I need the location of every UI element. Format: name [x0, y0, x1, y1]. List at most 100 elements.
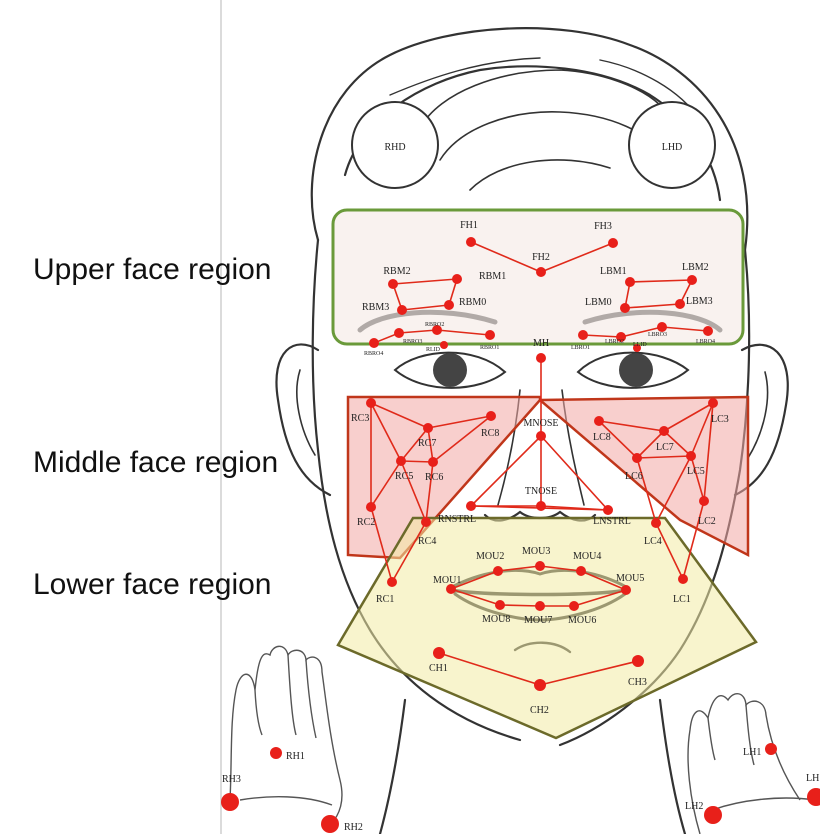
- landmark-rc2-dot: [366, 502, 376, 512]
- landmark-lh3-dot: [807, 788, 820, 806]
- landmark-rbm1-dot: [452, 274, 462, 284]
- connection-mou7-mou8: [500, 605, 540, 606]
- right-hand-outline: [230, 646, 342, 825]
- landmark-rbm2-label: RBM2: [383, 266, 410, 277]
- landmark-fh1-label: FH1: [460, 220, 478, 231]
- hair-strand-3: [470, 160, 610, 190]
- right-ear: [276, 344, 330, 495]
- landmark-lbro4-dot: [703, 326, 713, 336]
- landmark-lc5-dot: [686, 451, 696, 461]
- landmark-rbro2-label: RBRO2: [425, 322, 444, 328]
- landmark-rc8-label: RC8: [481, 428, 499, 439]
- landmark-rlid-label: RLID: [426, 347, 441, 353]
- landmark-rc1-dot: [387, 577, 397, 587]
- landmark-lc1-dot: [678, 574, 688, 584]
- landmark-rnstrl-dot: [466, 501, 476, 511]
- landmark-lh2-dot: [704, 806, 722, 824]
- landmark-fh1-dot: [466, 237, 476, 247]
- landmark-rbro4-dot: [369, 338, 379, 348]
- landmark-rnstrl-label: RNSTRL: [438, 514, 476, 525]
- landmark-rc1-label: RC1: [376, 594, 394, 605]
- lower-face-region-label: Lower face region: [33, 570, 271, 600]
- landmark-tnose-label: TNOSE: [525, 486, 557, 497]
- landmark-ch1-dot: [433, 647, 445, 659]
- landmark-rbm3-dot: [397, 305, 407, 315]
- lhd-label: LHD: [662, 142, 683, 153]
- landmark-lnstrl-dot: [603, 505, 613, 515]
- landmark-mou6-dot: [569, 601, 579, 611]
- landmark-lbro1-dot: [578, 330, 588, 340]
- landmark-mou2-label: MOU2: [476, 551, 504, 562]
- left-ear-inner: [748, 372, 768, 458]
- landmark-rc6-dot: [428, 457, 438, 467]
- landmark-rh3-dot: [221, 793, 239, 811]
- landmark-rh2-dot: [321, 815, 339, 833]
- landmark-rc2-label: RC2: [357, 517, 375, 528]
- landmark-rc4-dot: [421, 517, 431, 527]
- landmark-mou4-label: MOU4: [573, 551, 601, 562]
- landmark-lc6-dot: [632, 453, 642, 463]
- landmark-lc5-label: LC5: [687, 466, 705, 477]
- landmark-rbro1-dot: [485, 330, 495, 340]
- landmark-mou5-label: MOU5: [616, 573, 644, 584]
- landmark-llid-label: LLID: [633, 342, 647, 348]
- landmark-rh3-label: RH3: [222, 774, 241, 785]
- landmark-ch2-dot: [534, 679, 546, 691]
- landmark-lc1-label: LC1: [673, 594, 691, 605]
- landmark-lbm1-label: LBM1: [600, 266, 627, 277]
- landmark-lbm0-dot: [620, 303, 630, 313]
- landmark-rbro3-label: RBRO3: [403, 339, 422, 345]
- landmark-rbm0-label: RBM0: [459, 297, 486, 308]
- landmark-lbro3-label: LBRO3: [648, 332, 667, 338]
- landmark-ch3-dot: [632, 655, 644, 667]
- rhd-label: RHD: [384, 142, 405, 153]
- landmark-lc7-label: LC7: [656, 442, 674, 453]
- landmark-rc6-label: RC6: [425, 472, 443, 483]
- landmark-mh-label: MH: [533, 338, 549, 349]
- landmark-lbro3-dot: [657, 322, 667, 332]
- landmark-lh2-label: LH2: [685, 801, 703, 812]
- landmark-ch1-label: CH1: [429, 663, 448, 674]
- landmark-ch3-label: CH3: [628, 677, 647, 688]
- landmark-rh2-label: RH2: [344, 822, 363, 833]
- landmark-lbm3-label: LBM3: [686, 296, 713, 307]
- hair-strand-1: [420, 70, 660, 128]
- landmark-mou7-label: MOU7: [524, 615, 552, 626]
- landmark-fh3-label: FH3: [594, 221, 612, 232]
- landmark-lbm2-dot: [687, 275, 697, 285]
- landmark-lbro4-label: LBRO4: [696, 339, 715, 345]
- landmark-lh1-dot: [765, 743, 777, 755]
- landmark-mou1-label: MOU1: [433, 575, 461, 586]
- landmark-lc4-label: LC4: [644, 536, 662, 547]
- landmark-lc2-label: LC2: [698, 516, 716, 527]
- landmark-rc3-label: RC3: [351, 413, 369, 424]
- landmark-mou4-dot: [576, 566, 586, 576]
- neck-right: [380, 700, 405, 834]
- landmark-lbro1-label: LBRO1: [571, 345, 590, 351]
- landmark-lh1-label: LH1: [743, 747, 761, 758]
- upper-face-region: [333, 210, 743, 344]
- upper-face-region-label: Upper face region: [33, 255, 271, 285]
- left-iris: [619, 353, 653, 387]
- landmark-mnose-dot: [536, 431, 546, 441]
- landmark-mh-dot: [536, 353, 546, 363]
- landmark-mou8-label: MOU8: [482, 614, 510, 625]
- landmark-lbm1-dot: [625, 277, 635, 287]
- landmark-ch2-label: CH2: [530, 705, 549, 716]
- landmark-mnose-label: MNOSE: [523, 418, 558, 429]
- landmark-lh3-label: LH: [806, 773, 819, 784]
- landmark-tnose-dot: [536, 501, 546, 511]
- landmark-rc5-label: RC5: [395, 471, 413, 482]
- landmark-lc4-dot: [651, 518, 661, 528]
- landmark-rbro1-label: RBRO1: [480, 345, 499, 351]
- landmark-lc2-dot: [699, 496, 709, 506]
- landmark-lc7-dot: [659, 426, 669, 436]
- landmark-rc5-dot: [396, 456, 406, 466]
- landmark-rbm0-dot: [444, 300, 454, 310]
- landmark-rbm1-label: RBM1: [479, 271, 506, 282]
- landmark-rc7-label: RC7: [418, 438, 436, 449]
- landmark-mou8-dot: [495, 600, 505, 610]
- landmark-lc6-label: LC6: [625, 471, 643, 482]
- landmark-fh3-dot: [608, 238, 618, 248]
